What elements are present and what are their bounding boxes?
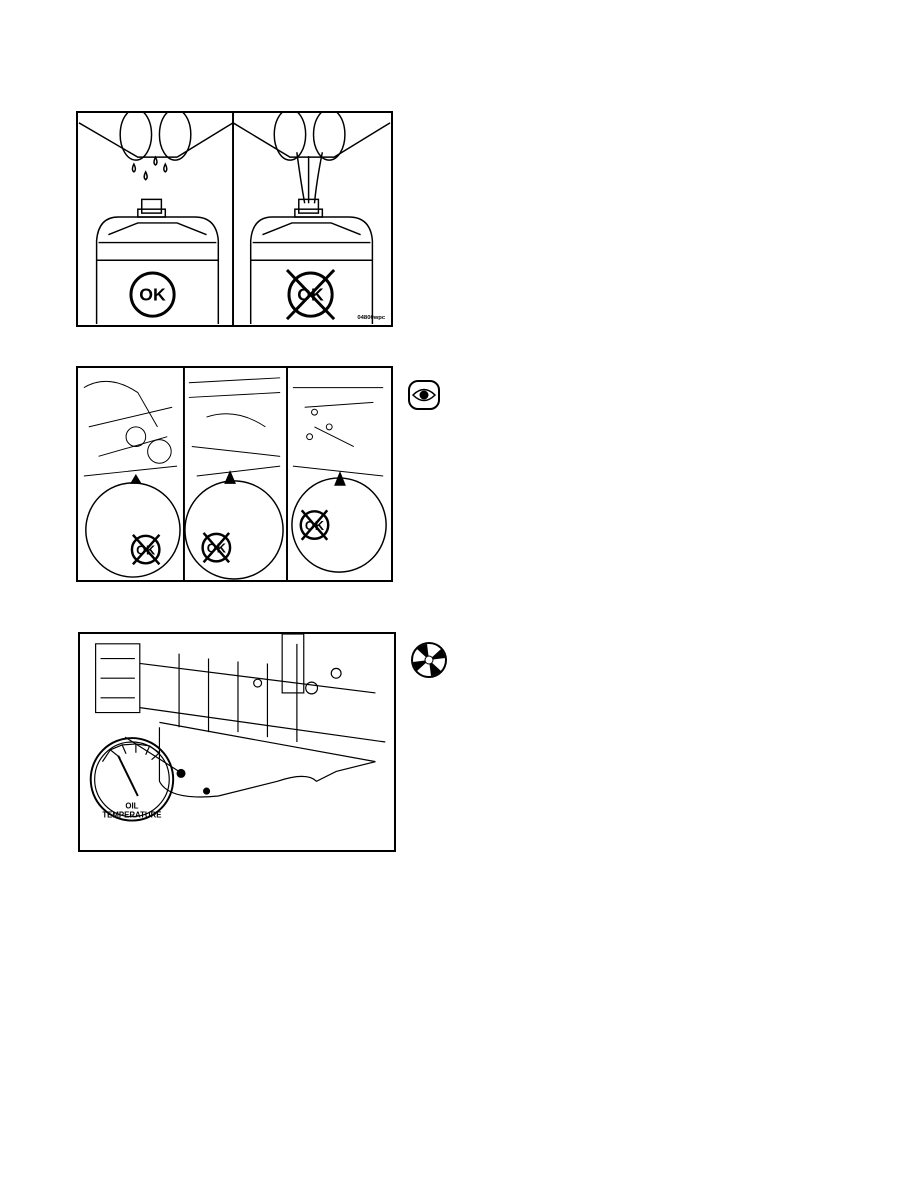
not-ok-symbol: OK [297, 284, 324, 304]
figure-oil-temperature: OIL TEMPERATURE [78, 632, 396, 852]
four-segment-wheel-icon [409, 640, 449, 680]
eye-icon [407, 379, 441, 411]
figure-oil-pour: OK OK 04800wpc [76, 111, 393, 327]
oil-pour-illustration: OK OK 04800wpc [78, 113, 391, 325]
not-ok-symbol: OK [207, 541, 227, 556]
right-panel-overflow [232, 113, 391, 325]
engine-oil-pan-illustration: OIL TEMPERATURE [89, 634, 386, 822]
left-panel-drip [78, 113, 234, 325]
figure-leak-inspection: OK OK OK [76, 366, 393, 582]
illustration-code: 04800wpc [357, 315, 385, 321]
gauge-label-oil: OIL [125, 802, 138, 811]
not-ok-symbol: OK [305, 518, 325, 533]
not-ok-symbol: OK [136, 542, 156, 557]
leak-inspection-illustration: OK OK OK [83, 368, 387, 580]
ok-symbol: OK [139, 284, 166, 304]
gauge-label-temperature: TEMPERATURE [102, 811, 161, 820]
